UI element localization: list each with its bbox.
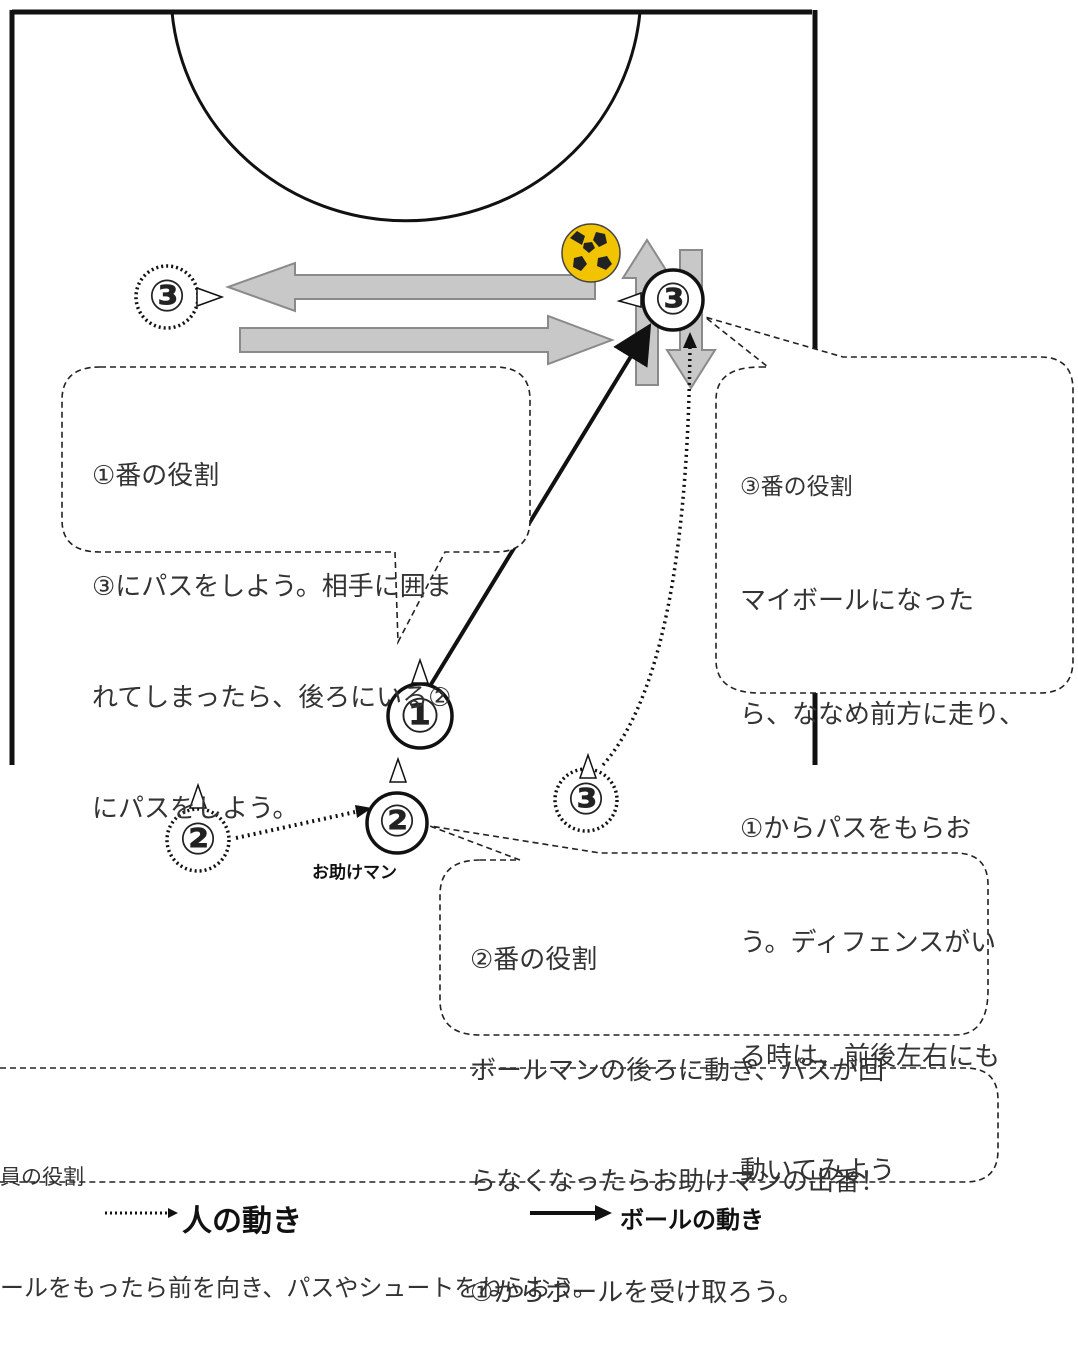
role-1-line: にパスをしよう。: [92, 794, 299, 824]
facing-marker-3: [616, 291, 642, 308]
run-path-2: [235, 810, 356, 840]
facing-marker-1: [410, 657, 430, 684]
facing-marker-2: [388, 756, 408, 783]
role-2-line: ボールマンの後ろに動き、パスが回: [470, 1056, 885, 1086]
helper-label: お助けマン: [312, 863, 397, 883]
bubble-role-2: [429, 825, 989, 1036]
center-circle: [170, 11, 642, 223]
run-path-3-head: [683, 332, 697, 348]
role-1-text: ①番の役割 ③にパスをしよう。相手に囲ま れてしまったら、後ろにいる② にパスを…: [92, 384, 452, 865]
role-3-line: ①からパスをもらお: [740, 814, 972, 844]
bubble-role-1: [61, 366, 531, 646]
player-3-circle: [641, 268, 705, 332]
role-all-title: 員の役割: [0, 1165, 84, 1189]
role-2-line: らなくなったらお助けマンの出番！: [470, 1167, 887, 1197]
role-all-line: ールをもったら前を向き、パスやシュートをねらおう。: [0, 1274, 597, 1302]
facing-marker-3-left: [196, 286, 225, 308]
arrow-left: [225, 261, 596, 313]
legend-solid-arrowhead: [595, 1205, 612, 1221]
legend-ball-move: ボールの動き: [620, 1206, 764, 1234]
player-2-ghost-left-number: ②: [179, 814, 217, 865]
role-3-line: う。ディフェンスがい: [740, 928, 997, 958]
role-2-title: ②番の役割: [470, 945, 598, 975]
legend-person-move: 人の動き: [182, 1204, 302, 1239]
player-2-circle: [365, 791, 429, 855]
court-diagram: [0, 9, 1074, 1221]
pass-arrow-1-to-3: [428, 323, 652, 688]
speech-bubbles: [0, 316, 1074, 1183]
player-3-number: ③: [654, 274, 692, 325]
role-3-line: る時は、前後左右にも: [740, 1042, 1001, 1072]
run-path-2-head: [355, 805, 372, 818]
role-1-line: ③にパスをしよう。相手に囲ま: [92, 572, 452, 602]
legend-graphics: [105, 1205, 612, 1221]
role-3-line: マイボールになった: [740, 586, 975, 616]
role-1-title: ①番の役割: [92, 461, 220, 491]
player-1-circle: [386, 682, 454, 750]
bubble-role-3: [704, 316, 1074, 694]
player-3-ghost-left-number: ③: [148, 271, 186, 322]
role-1-line: れてしまったら、後ろにいる②: [92, 683, 452, 713]
ball-icon: [561, 223, 621, 283]
facing-markers: [188, 286, 642, 809]
player-3-ghost-bottom-number: ③: [567, 774, 605, 825]
player-2-ghost-left: [165, 807, 231, 873]
role-3-line: ら、ななめ前方に走り、: [740, 700, 1025, 730]
arrow-right: [239, 314, 615, 366]
role-3-title: ③番の役割: [740, 474, 853, 500]
player-1-number: ①: [399, 688, 441, 744]
facing-marker-2-left: [188, 782, 208, 809]
bubble-role-all: [0, 1067, 999, 1183]
role-3-line: 動いてみよう: [740, 1156, 896, 1186]
players: [134, 264, 705, 873]
run-path-3: [601, 344, 692, 767]
role-3-text: ③番の役割 マイボールになった ら、ななめ前方に走り、 ①からパスをもらお う。…: [740, 392, 1025, 1228]
movement-arrows: [225, 238, 717, 390]
player-2-number: ②: [378, 796, 416, 847]
legend-dotted-arrowhead: [168, 1208, 178, 1218]
facing-marker-3-bottom: [578, 752, 598, 779]
